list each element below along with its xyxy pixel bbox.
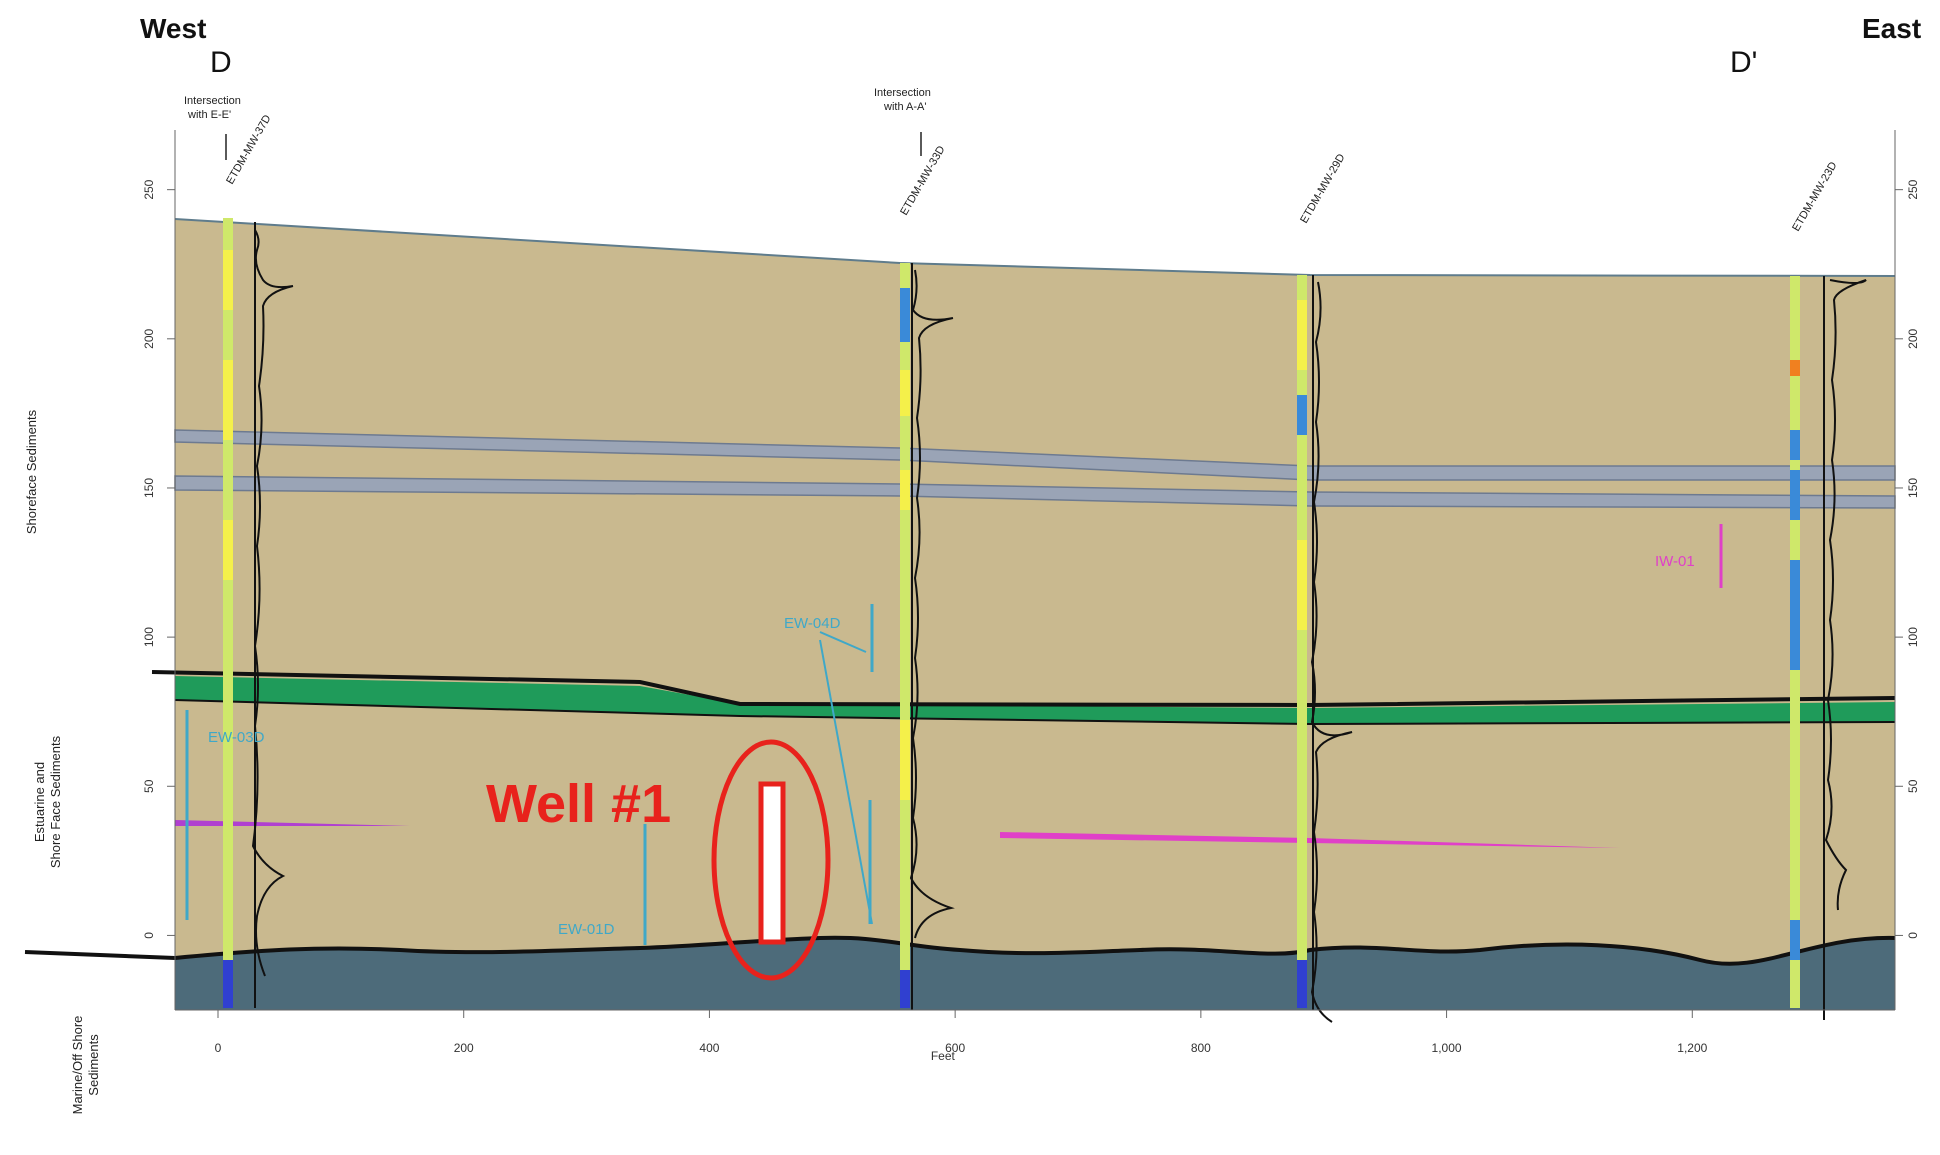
y-tick-label-left-0: 250 <box>142 179 156 199</box>
x-tick-label-3: 600 <box>945 1041 965 1055</box>
east-label: East <box>1862 13 1921 44</box>
unit-labels: Shoreface Sediments Estuarine and Shore … <box>24 409 101 1114</box>
section-end-marker: D' <box>1730 46 1757 79</box>
screen-ew-04d-label: EW-04D <box>784 615 841 632</box>
screen-ew-03d-label: EW-03D <box>208 729 265 746</box>
well-1-callout: Well #1 <box>486 739 831 981</box>
magenta-lens-left <box>175 820 410 826</box>
unit-label-shoreface: Shoreface Sediments <box>24 409 39 534</box>
ground-surface-line <box>174 218 1896 277</box>
y-tick-label-left-4: 50 <box>142 779 156 793</box>
screen-ew-04d: EW-04D <box>784 604 874 925</box>
y-tick-label-right-3: 100 <box>1906 627 1920 647</box>
x-tick-label-6: 1,200 <box>1677 1041 1707 1055</box>
intersection-label-1: Intersection with E-E' <box>184 95 241 160</box>
well-1-column <box>223 218 233 1008</box>
x-tick-label-4: 800 <box>1191 1041 1211 1055</box>
y-tick-label-left-2: 150 <box>142 478 156 498</box>
screen-iw-01-label: IW-01 <box>1655 553 1695 570</box>
well-1-callout-label: Well #1 <box>486 774 671 834</box>
well-3-column <box>1297 275 1307 1008</box>
marine-offshore-layer <box>175 937 1895 1010</box>
y-tick-label-right-2: 150 <box>1906 478 1920 498</box>
well-3-id: ETDM-MW-29D <box>1298 152 1347 226</box>
screen-ew-01d-label: EW-01D <box>558 921 615 938</box>
shoreface-sediments-layer <box>175 219 1895 1010</box>
y-tick-label-right-1: 200 <box>1906 328 1920 348</box>
well-1-marker <box>758 781 786 945</box>
intersection-2-line1: Intersection <box>874 87 931 99</box>
y-tick-label-left-5: 0 <box>142 932 156 939</box>
intersection-label-2: Intersection with A-A' <box>874 87 931 156</box>
section-body <box>24 218 1896 1010</box>
x-tick-label-1: 200 <box>454 1041 474 1055</box>
intersection-1-line2: with E-E' <box>187 109 231 121</box>
west-label: West <box>140 13 206 44</box>
magenta-lens-right <box>1000 832 1620 848</box>
x-tick-label-0: 0 <box>215 1041 222 1055</box>
unit-label-estuarine-line2: Shore Face Sediments <box>48 735 63 868</box>
well-1-id: ETDM-MW-37D <box>224 113 273 187</box>
unit-label-marine-line1: Marine/Off Shore <box>70 1016 85 1115</box>
unit-label-marine-line2: Sediments <box>86 1034 101 1096</box>
y-tick-label-left-3: 100 <box>142 627 156 647</box>
x-axis-label: Feet <box>931 1049 956 1063</box>
unit-label-estuarine-line1: Estuarine and <box>32 762 47 842</box>
clay-layer-top-line <box>151 670 1896 708</box>
intersection-1-line1: Intersection <box>184 95 241 107</box>
well-4-id: ETDM-MW-23D <box>1790 160 1839 234</box>
screen-iw-01: IW-01 <box>1655 524 1723 588</box>
y-tick-label-left-1: 200 <box>142 328 156 348</box>
screen-ew-01d: EW-01D <box>558 824 647 945</box>
y-tick-label-right-0: 250 <box>1906 179 1920 199</box>
well-2-column <box>900 263 910 1008</box>
x-tick-label-5: 1,000 <box>1432 1041 1462 1055</box>
well-2-id: ETDM-MW-33D <box>898 144 947 218</box>
marine-layer-top-line <box>24 935 1896 966</box>
section-start-marker: D <box>210 46 232 79</box>
axes: 250 250 200 200 150 150 100 100 50 50 0 0 0 200 400 600… <box>142 130 1920 1063</box>
screen-ew-03d: EW-03D <box>185 710 265 920</box>
well-1-ellipse <box>711 739 831 981</box>
clay-layer-bottom-line <box>174 699 1896 726</box>
y-tick-label-right-4: 50 <box>1906 779 1920 793</box>
y-tick-label-right-5: 0 <box>1906 932 1920 939</box>
intersection-2-line2: with A-A' <box>883 101 926 113</box>
x-tick-label-2: 400 <box>699 1041 719 1055</box>
